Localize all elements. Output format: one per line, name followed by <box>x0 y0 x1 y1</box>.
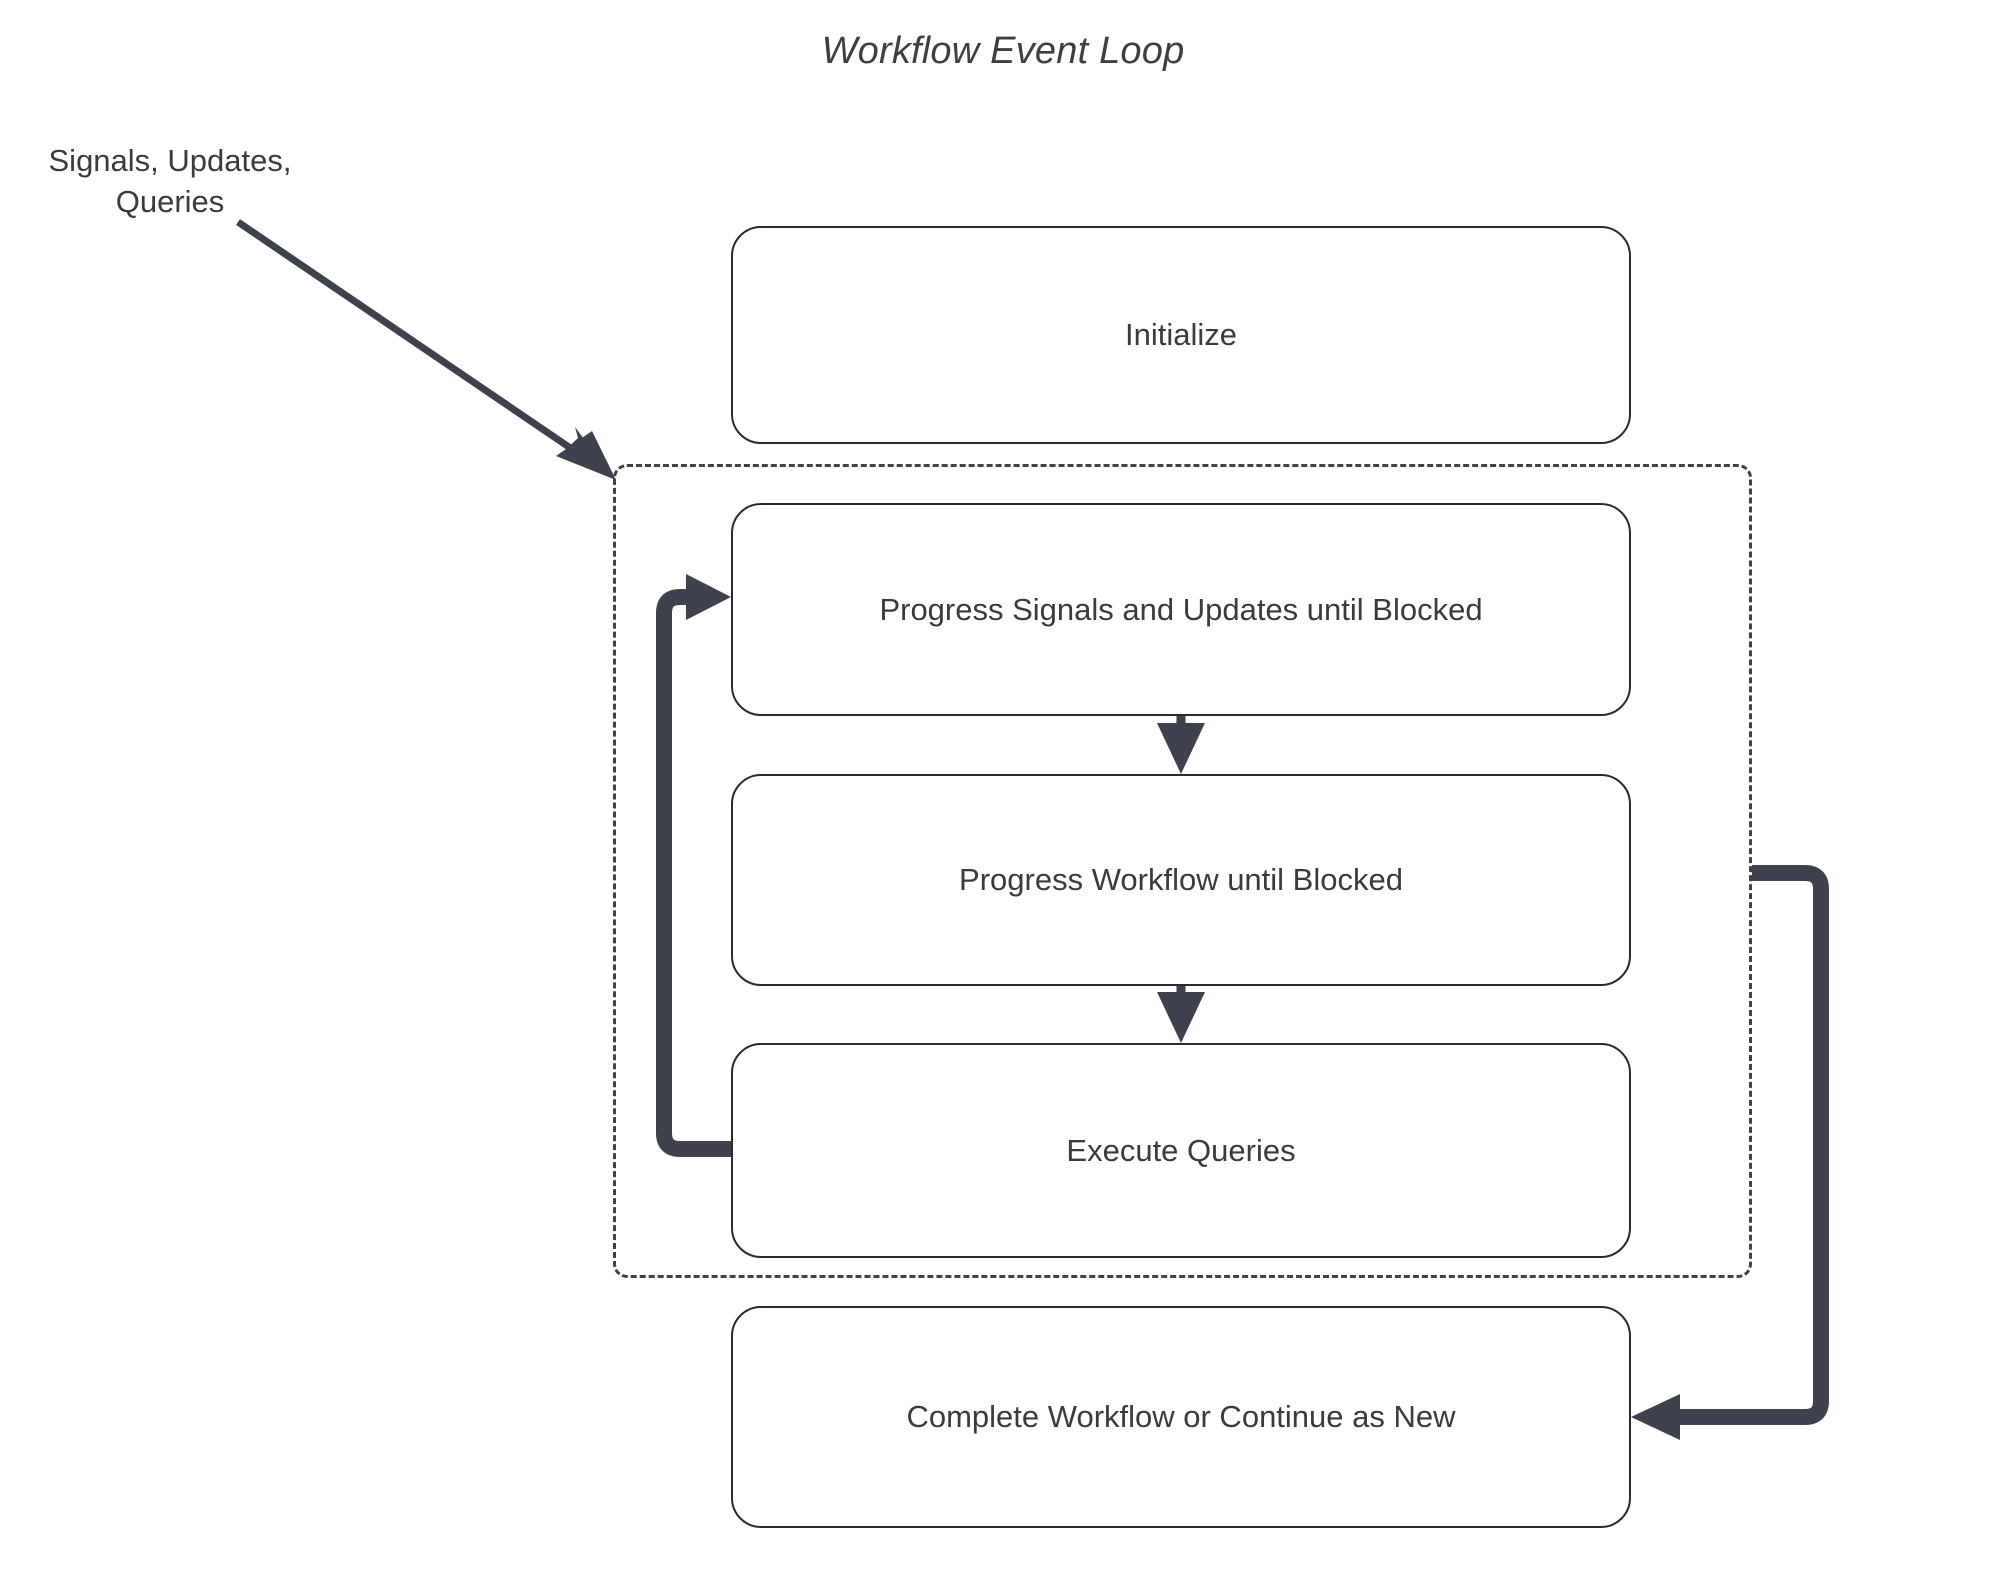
node-progress-signals-label: Progress Signals and Updates until Block… <box>879 591 1483 627</box>
page-title: Workflow Event Loop <box>821 30 1185 72</box>
node-progress-signals-and-updates[interactable]: Progress Signals and Updates until Block… <box>731 503 1631 716</box>
edge-external-input-to-loop <box>236 219 616 480</box>
node-initialize-label: Initialize <box>1125 317 1237 352</box>
node-complete-workflow-label: Complete Workflow or Continue as New <box>906 1399 1456 1434</box>
external-input-label-line2: Queries <box>115 184 225 219</box>
external-input-label: Signals, Updates, Queries <box>20 140 320 222</box>
node-progress-workflow-label: Progress Workflow until Blocked <box>959 862 1403 897</box>
node-initialize[interactable]: Initialize <box>731 226 1631 444</box>
node-execute-queries-label: Execute Queries <box>1066 1132 1296 1168</box>
node-progress-workflow[interactable]: Progress Workflow until Blocked <box>731 774 1631 986</box>
external-input-label-line1: Signals, Updates, <box>48 143 292 178</box>
node-execute-queries[interactable]: Execute Queries <box>731 1043 1631 1258</box>
node-complete-workflow[interactable]: Complete Workflow or Continue as New <box>731 1306 1631 1528</box>
